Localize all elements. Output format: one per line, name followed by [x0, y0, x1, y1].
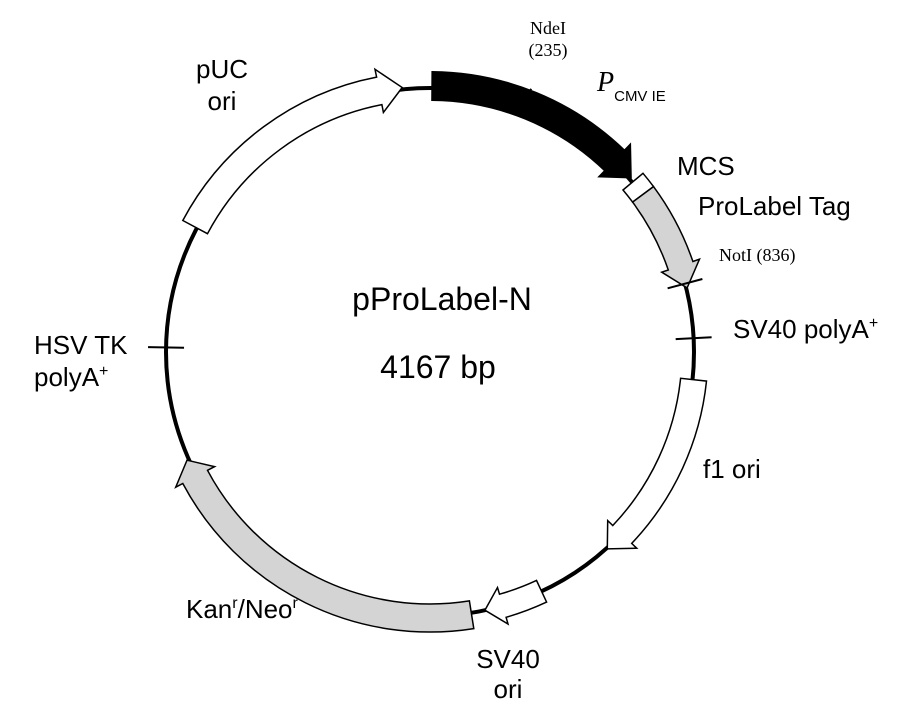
plasmid-size: 4167 bp: [380, 349, 496, 385]
sv40-polya-label-sup: +: [869, 315, 878, 332]
prolabel-tag-arrow: [631, 185, 701, 289]
hsv-tk-label-polya: polyA: [34, 362, 100, 392]
pcmv-promoter-arrow: [431, 70, 632, 179]
ndei-site-position: (235): [529, 40, 568, 61]
f1-ori-label: f1 ori: [703, 454, 761, 484]
mcs-label: MCS: [677, 151, 735, 181]
noti-site-tick: [667, 278, 703, 290]
ndei-site-name: NdeI: [530, 18, 566, 38]
sv40-polya-label-main: SV40 polyA: [733, 314, 870, 344]
hsv-tk-label-line2: polyA+: [34, 362, 108, 392]
ndei-site-tick: [520, 88, 532, 116]
pcmv-label: PCMV IE: [596, 67, 666, 105]
neo-label-sup: r: [293, 595, 299, 612]
kan-neo-arrow: [174, 459, 475, 633]
sv40-polya-label: SV40 polyA+: [733, 314, 878, 344]
hsv-tk-label-sup: +: [99, 363, 108, 380]
sv40-polya-tick: [675, 336, 712, 341]
puc-ori-label-line1: pUC: [196, 54, 248, 84]
hsv-tk-polya-tick: [148, 346, 185, 349]
hsv-tk-label-line1: HSV TK: [34, 330, 128, 360]
kan-label-sup: r: [232, 595, 238, 612]
noti-site-label: NotI (836): [719, 245, 795, 266]
plasmid-name: pProLabel-N: [352, 281, 532, 317]
sv40-ori-label-line2: ori: [494, 674, 523, 704]
pcmv-label-main: P: [596, 67, 614, 98]
puc-ori-label-line2: ori: [208, 86, 237, 116]
sv40-ori-label-line1: SV40: [476, 644, 540, 674]
sv40-ori-arrow: [483, 579, 548, 626]
kan-neo-label: Kanr/Neor: [186, 594, 299, 624]
kan-label: Kan: [186, 594, 232, 624]
f1-ori-arrow: [606, 377, 708, 550]
puc-ori-arrow: [181, 67, 404, 235]
neo-label: /Neo: [238, 594, 293, 624]
prolabel-tag-label: ProLabel Tag: [698, 191, 851, 221]
pcmv-label-sub: CMV IE: [614, 88, 666, 105]
